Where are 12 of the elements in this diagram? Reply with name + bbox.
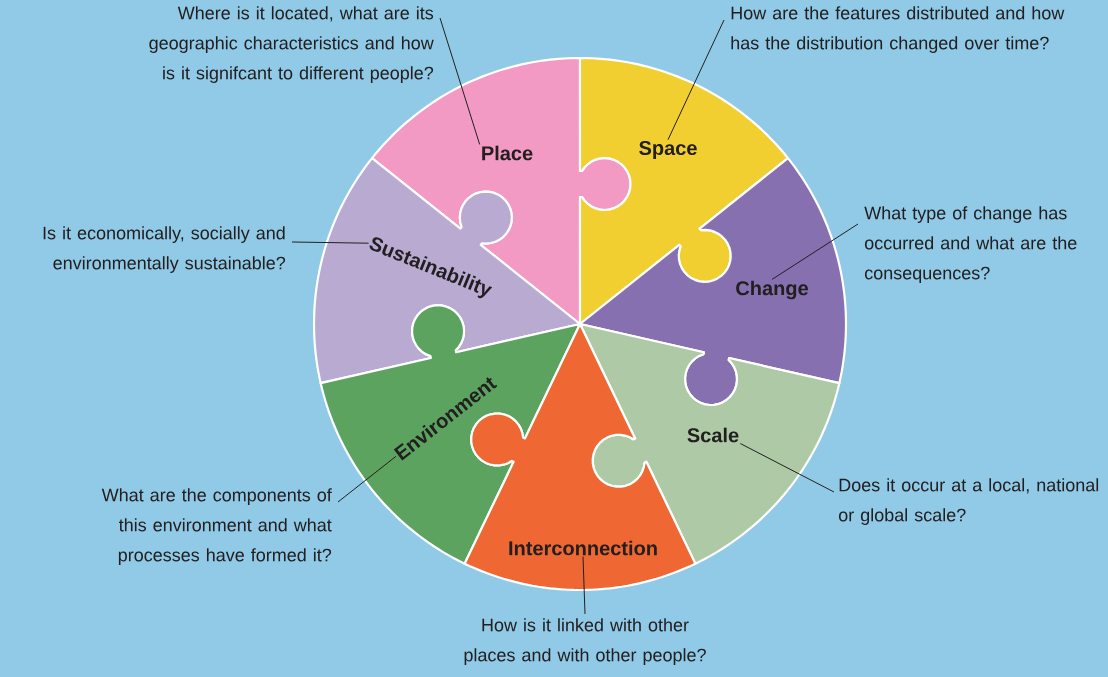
question-text: Is it economically, socially and environmentally sustainable? [43, 226, 286, 273]
question-text: How are the features distributed and how has the distribution changed over time? [731, 6, 1065, 53]
leader-line [739, 443, 835, 493]
question-text: Does it occur at a local, national or global scale? [838, 478, 1099, 525]
leader-line [337, 455, 397, 503]
question-text: How is it linked with other places and with other people? [464, 618, 706, 665]
leader-line [582, 556, 586, 615]
leader-line [667, 19, 725, 141]
question-text: What type of change has occurred and what are the consequences? [864, 206, 1077, 283]
leader-line [291, 241, 370, 244]
leader-line [439, 17, 481, 145]
leader-line [771, 223, 859, 280]
